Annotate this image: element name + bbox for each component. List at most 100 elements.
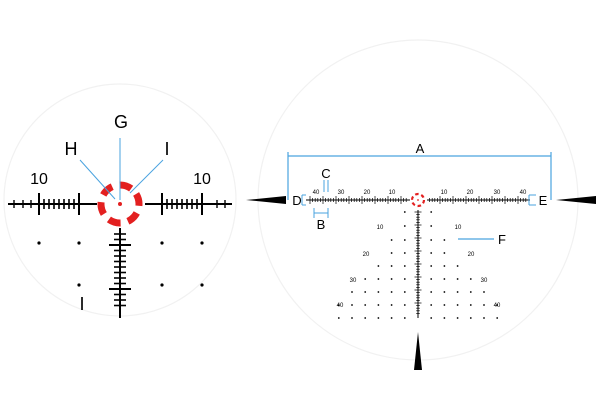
grid-dot <box>377 265 380 267</box>
grid-dot <box>443 317 446 319</box>
grid-dot <box>337 317 340 319</box>
grid-dot <box>456 317 459 319</box>
h-scale-label: 40 <box>313 190 320 196</box>
grid-dot <box>377 317 380 319</box>
grid-dot <box>364 317 367 319</box>
grid-dot <box>390 291 393 293</box>
h-scale-label: 40 <box>520 190 527 196</box>
left-vertical-ticks <box>109 233 131 307</box>
callout-marker-c <box>323 180 329 192</box>
grid-dot <box>390 252 393 254</box>
grid-dot <box>364 304 367 306</box>
grid-dot <box>443 278 446 280</box>
grid-dot <box>364 291 367 293</box>
grid-dot <box>430 291 433 293</box>
grid-dot <box>430 239 433 241</box>
grid-dot <box>430 252 433 254</box>
grid-dot <box>443 291 446 293</box>
holdover-dot <box>200 241 204 245</box>
grid-dot <box>403 317 406 319</box>
callout-bracket-a <box>287 152 552 200</box>
holdover-dot <box>77 283 81 287</box>
left-pointer-arrow <box>246 196 286 204</box>
right-range-label: 10 <box>193 171 211 188</box>
grid-dot <box>403 252 406 254</box>
grid-dot <box>390 317 393 319</box>
grid-dot <box>430 211 433 213</box>
grid-dot <box>403 265 406 267</box>
grid-dot <box>430 278 433 280</box>
right-post-arrow <box>556 196 596 204</box>
left-range-label: 10 <box>30 171 48 188</box>
grid-dot <box>430 265 433 267</box>
grid-dot <box>351 317 353 319</box>
callout-label-b: B <box>317 217 326 232</box>
grid-dot <box>443 304 446 306</box>
red-segmented-ring <box>97 181 143 227</box>
bottom-post-arrow <box>414 332 422 370</box>
grid-dot <box>403 239 406 241</box>
grid-scale-label: 20 <box>363 252 370 258</box>
grid-dot <box>469 278 472 280</box>
grid-dot <box>390 278 393 280</box>
left-horizontal-ticks <box>13 193 226 215</box>
grid-dot <box>469 317 472 319</box>
grid-dot <box>403 278 406 280</box>
h-scale-label: 30 <box>338 190 345 196</box>
callout-label-h: H <box>65 139 78 159</box>
grid-dot <box>430 304 433 306</box>
grid-scale-label: 10 <box>377 225 384 231</box>
h-scale-label: 10 <box>389 190 396 196</box>
grid-dot <box>483 304 485 306</box>
grid-dot <box>351 304 353 306</box>
grid-dot <box>390 239 393 241</box>
grid-dot <box>403 225 406 227</box>
h-scale-label: 30 <box>494 190 501 196</box>
grid-scale-label: 30 <box>350 278 357 284</box>
center-dot <box>118 202 122 206</box>
grid-dot <box>496 317 499 319</box>
callout-marker-d <box>301 194 306 206</box>
callout-marker-b <box>313 208 329 218</box>
callout-line-i <box>129 159 164 194</box>
grid-dot <box>403 291 406 293</box>
grid-dot <box>483 317 485 319</box>
grid-dot <box>430 225 433 227</box>
grid-dot <box>483 291 485 293</box>
grid-dot <box>377 291 380 293</box>
holdover-dot <box>200 283 204 287</box>
callout-line-h <box>79 159 116 200</box>
grid-dot <box>364 278 367 280</box>
grid-dot <box>403 304 406 306</box>
grid-dot <box>351 291 353 293</box>
h-scale-label: 20 <box>467 190 474 196</box>
right-horizontal-ticks <box>309 196 527 204</box>
holdover-dot <box>77 241 81 245</box>
callout-label-i-bottom: I <box>79 294 84 314</box>
grid-dot <box>377 304 380 306</box>
red-center-dot <box>417 199 419 201</box>
callout-label-f: F <box>498 232 506 247</box>
holdover-dot <box>160 241 164 245</box>
grid-dot <box>456 291 459 293</box>
right-vertical-ticks <box>414 211 422 314</box>
grid-dot <box>390 304 393 306</box>
grid-dot <box>443 265 446 267</box>
grid-scale-label: 40 <box>337 303 344 309</box>
grid-dot <box>456 304 459 306</box>
h-scale-label: 20 <box>364 190 371 196</box>
grid-dot <box>403 211 406 213</box>
grid-dot <box>377 278 380 280</box>
holdover-dot <box>37 241 41 245</box>
callout-label-e: E <box>539 193 548 208</box>
red-center-ring <box>410 192 426 208</box>
left-reticle: G H I I 10 10 <box>8 112 232 318</box>
callout-marker-e <box>528 194 536 206</box>
grid-scale-label: 10 <box>455 225 462 231</box>
grid-dot <box>430 317 433 319</box>
callout-label-d: D <box>292 193 301 208</box>
holdover-dot-grid <box>337 211 499 319</box>
grid-dot <box>390 265 393 267</box>
